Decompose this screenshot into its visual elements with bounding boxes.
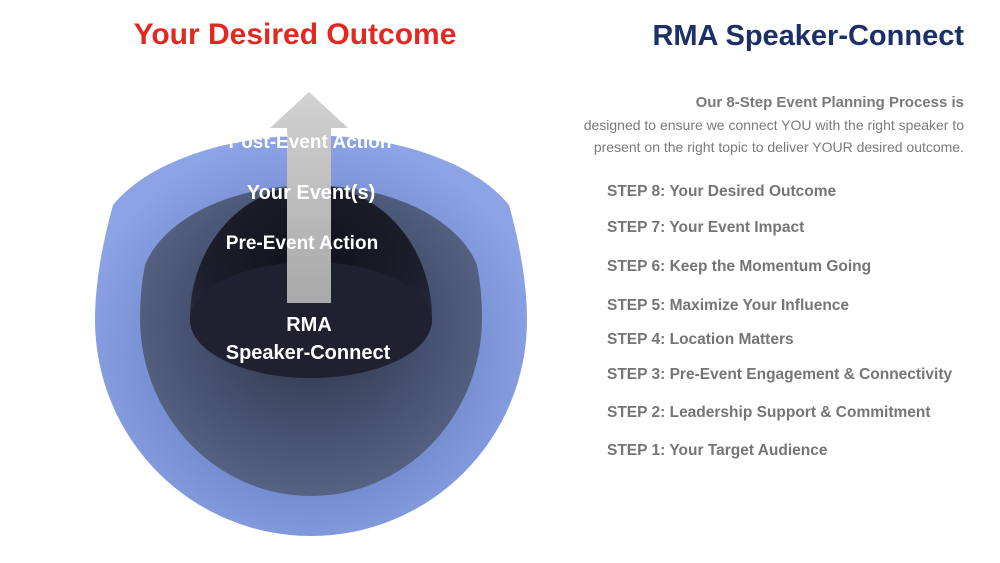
core-label-line-1: RMA xyxy=(286,314,332,336)
intro-line-2: designed to ensure we connect YOU with t… xyxy=(583,117,964,133)
intro-line-3: present on the right topic to deliver YO… xyxy=(593,139,964,155)
brand-title: RMA Speaker-Connect xyxy=(652,20,964,52)
step-5: STEP 5: Maximize Your Influence xyxy=(607,297,850,314)
core-base xyxy=(190,262,432,378)
core-label-line-2: Speaker-Connect xyxy=(226,342,391,364)
intro-lead: Our 8-Step Event Planning Process is xyxy=(695,94,964,111)
outer-ring-label: Post-Event Action xyxy=(229,132,392,153)
up-arrow-icon xyxy=(270,92,348,303)
step-6: STEP 6: Keep the Momentum Going xyxy=(607,258,872,275)
diagram-title: Your Desired Outcome xyxy=(133,18,457,51)
concentric-sphere-diagram: Post-Event Action Your Event(s) Pre-Even… xyxy=(95,92,527,537)
inner-ring-label: Pre-Event Action xyxy=(226,233,378,254)
middle-ring-label: Your Event(s) xyxy=(247,182,376,204)
step-2: STEP 2: Leadership Support & Commitment xyxy=(607,404,931,421)
intro-paragraph: Our 8-Step Event Planning Process is des… xyxy=(504,92,964,158)
step-1: STEP 1: Your Target Audience xyxy=(607,442,828,459)
step-3: STEP 3: Pre-Event Engagement & Connectiv… xyxy=(607,366,953,383)
step-8: STEP 8: Your Desired Outcome xyxy=(607,183,837,200)
step-4: STEP 4: Location Matters xyxy=(607,331,794,348)
step-7: STEP 7: Your Event Impact xyxy=(607,219,805,236)
